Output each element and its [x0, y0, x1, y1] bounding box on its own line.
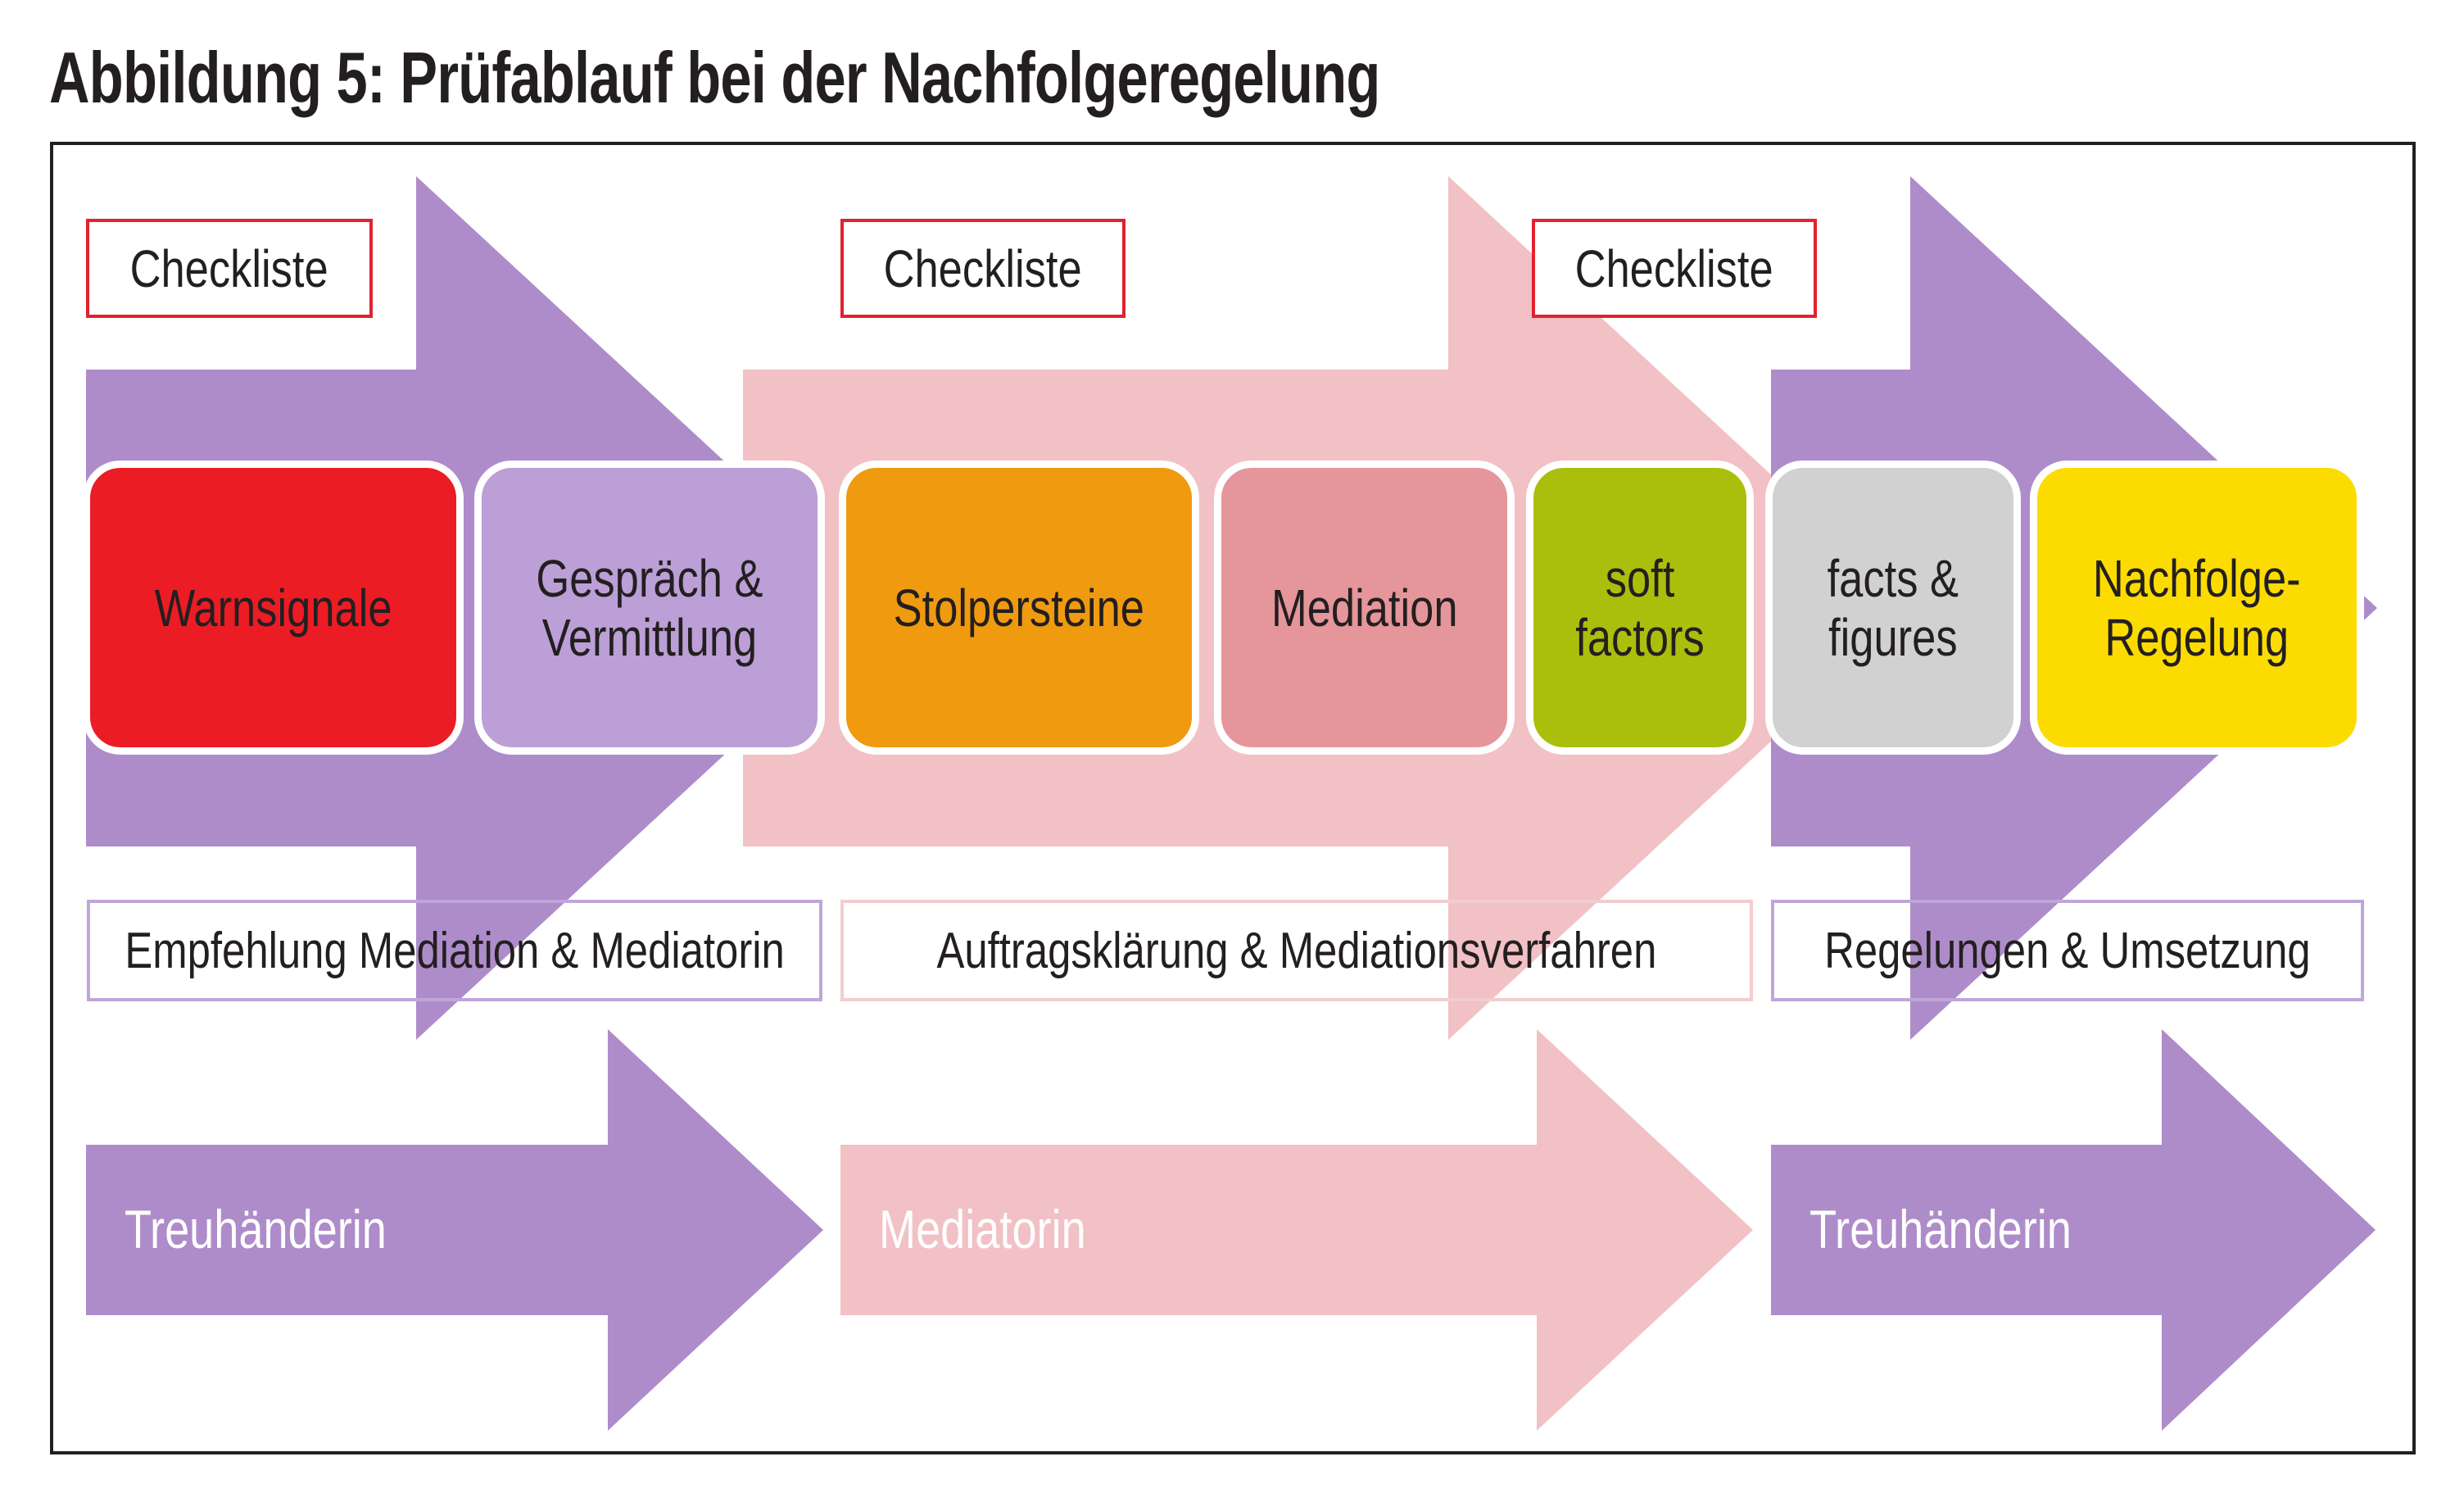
step-stolpersteine: Stolpersteine — [839, 461, 1199, 755]
phase-label-box: Auftragsklärung & Mediationsverfahren — [840, 900, 1753, 1001]
step-gespraech-vermittlung: Gespräch & Vermittlung — [474, 461, 825, 755]
step-soft-factors: soft factors — [1526, 461, 1754, 755]
role-label-treuhaenderin: Treuhänderin — [125, 1198, 444, 1260]
step-mediation: Mediation — [1214, 461, 1515, 755]
checklist-label: Checkliste — [1574, 238, 1774, 298]
step-nachfolge-regelung: Nachfolge- Regelung — [2030, 461, 2364, 755]
step-label: Mediation — [1270, 578, 1458, 638]
role-arrow-2 — [840, 1029, 1753, 1431]
checklist-tag: Checkliste — [86, 219, 373, 318]
phase-label: Regelungen & Umsetzung — [1824, 922, 2311, 979]
role-label: Treuhänderin — [125, 1199, 387, 1259]
phase-label-box: Regelungen & Umsetzung — [1771, 900, 2364, 1001]
figure-title: Abbildung 5: Prüfablauf bei der Nachfolg… — [49, 37, 1380, 118]
step-warnsignale: Warnsignale — [83, 461, 464, 755]
step-label: Stolpersteine — [893, 578, 1145, 638]
role-label: Mediatorin — [879, 1199, 1086, 1259]
checklist-label: Checkliste — [883, 238, 1083, 298]
step-label: facts & figures — [1827, 548, 1959, 667]
step-label: soft factors — [1575, 548, 1705, 667]
role-arrow-3 — [1771, 1029, 2376, 1431]
checklist-tag: Checkliste — [840, 219, 1126, 318]
checklist-label: Checkliste — [129, 238, 329, 298]
phase-label-box: Empfehlung Mediation & Mediatorin — [87, 900, 822, 1001]
diagram-frame — [50, 142, 2416, 1454]
role-label-mediatorin: Mediatorin — [879, 1198, 1131, 1260]
step-facts-figures: facts & figures — [1765, 461, 2021, 755]
step-label: Nachfolge- Regelung — [2093, 548, 2301, 667]
step-label: Gespräch & Vermittlung — [536, 548, 763, 667]
role-label-treuhaenderin: Treuhänderin — [1810, 1198, 2129, 1260]
step-label: Warnsignale — [154, 578, 392, 638]
phase-label: Empfehlung Mediation & Mediatorin — [125, 922, 785, 979]
role-arrow-1 — [86, 1029, 823, 1431]
phase-label: Auftragsklärung & Mediationsverfahren — [936, 922, 1657, 979]
role-label: Treuhänderin — [1810, 1199, 2072, 1259]
checklist-tag: Checkliste — [1532, 219, 1817, 318]
